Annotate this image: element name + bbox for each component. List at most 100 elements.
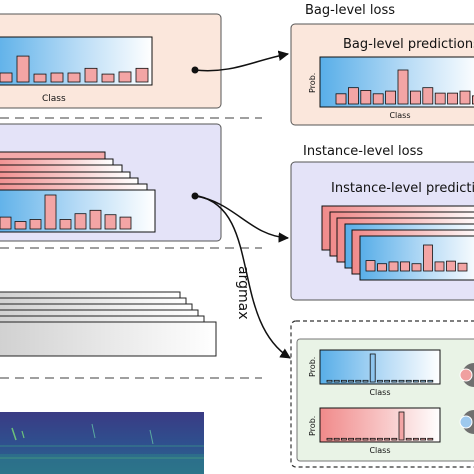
right-bag-bar-3 [360,90,372,105]
onehot-red-bar-13 [412,437,419,441]
onehot-blue-bar-3 [340,379,347,383]
left-bag-panel: Class [0,13,222,109]
right-bag-bar-1 [335,93,347,105]
left-instance-bar-3 [29,219,42,230]
bag-loss-title: Bag-level loss [305,3,395,18]
onehot-red-bar-11 [398,411,405,441]
target-blue-class-label: Class [369,388,390,397]
left-instance-bar-6 [74,213,87,230]
argmax-arrow [197,195,291,359]
target-blue-prob-label: Prob. [308,357,317,377]
left-bag-bar-5 [67,72,81,83]
bag-arrow [194,50,290,72]
left-bag-bar-4 [50,72,64,83]
left-bag-bar-3 [33,73,47,83]
left-instance-bar-4 [44,194,57,230]
right-bag-bar-10 [447,92,459,105]
onehot-red-bar-5 [355,437,362,441]
right-bag-bar-2 [347,87,359,105]
instance-loss-title: Instance-level loss [303,144,423,159]
onehot-blue-bar-12 [405,379,412,383]
right-instance-bar-6 [423,244,433,272]
onehot-blue-bar-11 [398,379,405,383]
left-instance-bar-9 [119,216,132,230]
left-bag-bar-9 [135,67,149,83]
right-instance-bar-8 [446,260,456,272]
target-panel: Prob. Class Prob. Class [290,320,474,468]
onehot-blue-bar-7 [369,353,376,383]
right-bag-bar-6 [397,69,409,105]
argmax-label: argmax [235,266,251,319]
onehot-red-bar-1 [326,437,333,441]
left-bag-bar-1 [0,72,13,83]
onehot-blue-bars [326,353,434,383]
right-instance-panel: Instance-level predictions [290,161,474,301]
onehot-red-bar-8 [376,437,383,441]
onehot-red-bar-6 [362,437,369,441]
instance-prediction-title: Instance-level predictions [331,181,474,196]
onehot-blue-bar-8 [376,379,383,383]
right-bag-bars [335,69,474,105]
right-bag-bar-8 [422,87,434,105]
right-instance-bar-7 [434,261,445,272]
onehot-red-bar-7 [369,437,376,441]
right-instance-bar-2 [377,263,387,272]
speaker-icon-1 [459,363,474,387]
right-bag-bar-7 [409,90,421,105]
speaker-icon-2 [459,410,474,434]
onehot-red-bar-14 [420,437,427,441]
right-instance-bar-5 [411,263,422,272]
onehot-red-bar-2 [333,437,340,441]
left-instance-bar-7 [89,209,102,230]
right-instance-bar-4 [400,261,410,272]
left-instance-bar-8 [104,214,117,230]
onehot-blue-bar-13 [412,379,419,383]
onehot-blue-bar-14 [420,379,427,383]
left-instance-bar-5 [59,219,72,230]
onehot-red-bar-15 [427,437,434,441]
onehot-red-bar-3 [340,437,347,441]
right-instance-bar-9 [457,262,468,272]
left-bag-bars [0,55,149,83]
left-bag-class-label: Class [42,94,66,104]
left-instance-panel [0,123,222,242]
spectrogram-image [0,412,204,474]
onehot-red-bar-12 [405,437,412,441]
onehot-red-bar-9 [384,437,391,441]
target-red-class-label: Class [369,446,390,455]
left-bag-bar-7 [101,73,115,83]
left-instance-bar-2 [14,221,27,230]
left-bag-bar-2 [16,55,30,83]
right-bag-bar-4 [372,93,384,105]
onehot-red-bar-4 [348,437,355,441]
bag-prediction-title: Bag-level predictions [343,37,474,52]
right-bag-class-label: Class [389,111,410,120]
onehot-blue-bar-10 [391,379,398,383]
right-bag-bar-9 [434,92,446,105]
left-bag-bar-8 [118,71,132,83]
target-red-prob-label: Prob. [308,416,317,436]
left-bag-bar-6 [84,67,98,83]
onehot-blue-bar-6 [362,379,369,383]
onehot-red-bars [326,411,434,441]
left-instance-bar-1 [0,216,12,230]
right-bag-panel: Bag-level predictions Prob. Class [290,23,474,126]
right-instance-bar-1 [365,260,376,272]
onehot-blue-bar-1 [326,379,333,383]
onehot-blue-bar-4 [348,379,355,383]
onehot-blue-bar-2 [333,379,340,383]
left-gray-stack [0,291,217,357]
right-bag-bar-12 [471,95,474,105]
onehot-red-bar-10 [391,437,398,441]
right-bag-bar-5 [385,90,397,105]
onehot-blue-bar-9 [384,379,391,383]
left-instance-bars [0,194,132,230]
arrows [191,50,291,359]
onehot-blue-bar-15 [427,379,434,383]
right-instance-bars [365,244,468,272]
right-bag-prob-label: Prob. [308,73,317,93]
right-instance-bar-3 [388,261,399,272]
right-bag-bar-11 [459,90,471,105]
onehot-blue-bar-5 [355,379,362,383]
